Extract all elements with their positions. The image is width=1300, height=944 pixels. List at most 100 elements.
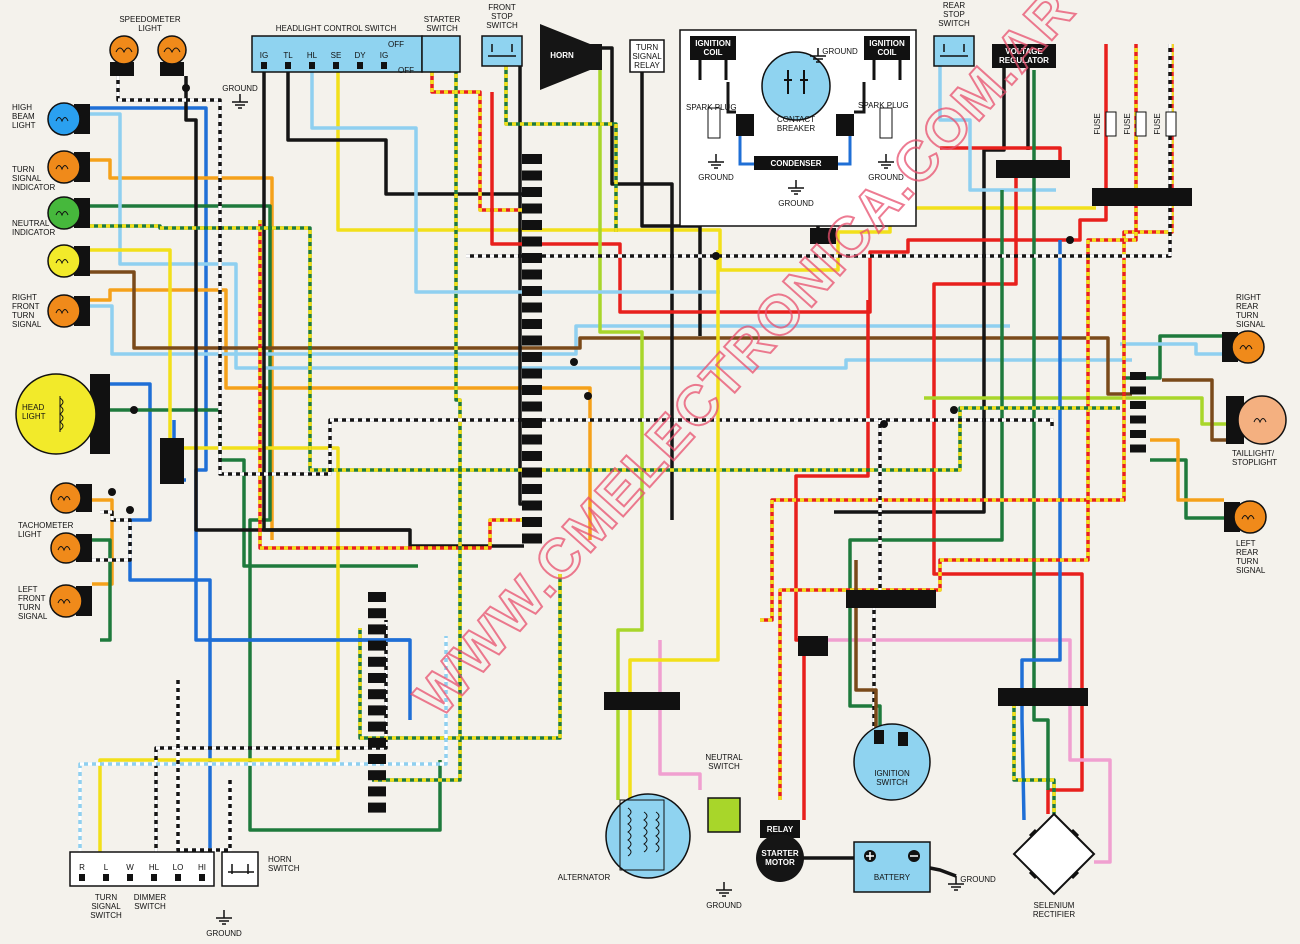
connector-block: [522, 434, 542, 445]
wire-lightblue: [310, 72, 720, 294]
ground-label: GROUND: [706, 901, 742, 910]
terminal-label: R: [79, 863, 85, 872]
headlight-switch-label: HEADLIGHT CONTROL SWITCH: [276, 24, 397, 33]
terminal-label: L: [104, 863, 109, 872]
terminal-pin: [309, 62, 315, 69]
connector-block: [368, 721, 386, 732]
connector-block: [846, 590, 936, 608]
terminal-label: HL: [307, 51, 318, 60]
wire-lightblue: [90, 112, 1132, 370]
terminal-pin: [103, 874, 109, 881]
wire-tracer: [1012, 704, 1056, 814]
connector-block: [1130, 415, 1146, 424]
connector-block: [368, 673, 386, 683]
connector-block: [522, 220, 542, 230]
wire-green: [110, 408, 418, 568]
wire-black: [286, 72, 524, 196]
wire-green: [1150, 458, 1224, 520]
connector-block: [368, 656, 386, 667]
connector-block: [522, 319, 542, 329]
connector-block: [1130, 386, 1146, 395]
ground-symbol: [948, 876, 964, 891]
ground-label: GROUND: [222, 84, 258, 93]
connector-block: [522, 203, 542, 214]
ground-label: GROUND: [206, 929, 242, 938]
ground-symbol: [708, 154, 724, 169]
wire-junction: [130, 406, 138, 414]
connector-block: [522, 368, 542, 379]
terminal-pin: [333, 62, 339, 69]
wire-red-yellow: [258, 220, 536, 550]
terminal-pin: [285, 62, 291, 69]
connector-block: [522, 352, 542, 362]
wire-tracer: [778, 44, 1138, 800]
connector-block: [368, 705, 386, 716]
ground-label: GROUND: [822, 47, 858, 56]
connector-block: [604, 692, 680, 710]
connector-block: [368, 592, 386, 602]
wire-green: [848, 190, 1004, 730]
wire-green: [92, 538, 112, 642]
ground-symbol: [216, 910, 232, 925]
connector-block: [1130, 401, 1146, 409]
wire-junction: [712, 252, 720, 260]
terminal-pin: [381, 62, 387, 69]
wire-yellow: [90, 248, 340, 852]
wire-lightblue: [90, 304, 1010, 356]
connector-block: [522, 385, 542, 395]
terminal-pin: [199, 874, 205, 881]
ground-label: GROUND: [778, 199, 814, 208]
taillight-label: TAILLIGHT/STOPLIGHT: [1232, 449, 1277, 467]
wire-black: [262, 72, 410, 532]
ground-symbols: GROUND GROUND GROUND GROUND GROUND GROUND GROU…: [206, 47, 996, 938]
fuse-3-label: FUSE: [1153, 113, 1162, 134]
wire-junction: [570, 358, 578, 366]
terminal-label: HL: [149, 863, 160, 872]
connector-block: [522, 286, 542, 296]
ground-label: GROUND: [698, 173, 734, 182]
wire-green: [90, 204, 442, 832]
wire-black: [929, 866, 957, 878]
wire-tracer: [116, 76, 1054, 476]
connector-block: [368, 608, 386, 619]
wire-tracer: [176, 680, 232, 852]
wire-black: [640, 72, 702, 336]
ground-symbol: [810, 48, 826, 63]
terminal-pin: [79, 874, 85, 881]
wire-blue: [208, 638, 412, 720]
wire-blue: [1020, 240, 1062, 821]
connector-block: [522, 170, 542, 181]
wire-pink: [658, 640, 702, 790]
connector-block: [522, 401, 542, 412]
wire-tracer: [78, 636, 448, 860]
wire-junction: [126, 506, 134, 514]
spark-plug-right-label: SPARK PLUG: [858, 101, 909, 110]
terminal-label: SE: [331, 51, 342, 60]
connector-block: [368, 689, 386, 700]
connector-block: [522, 269, 542, 280]
ground-label: GROUND: [960, 875, 996, 884]
